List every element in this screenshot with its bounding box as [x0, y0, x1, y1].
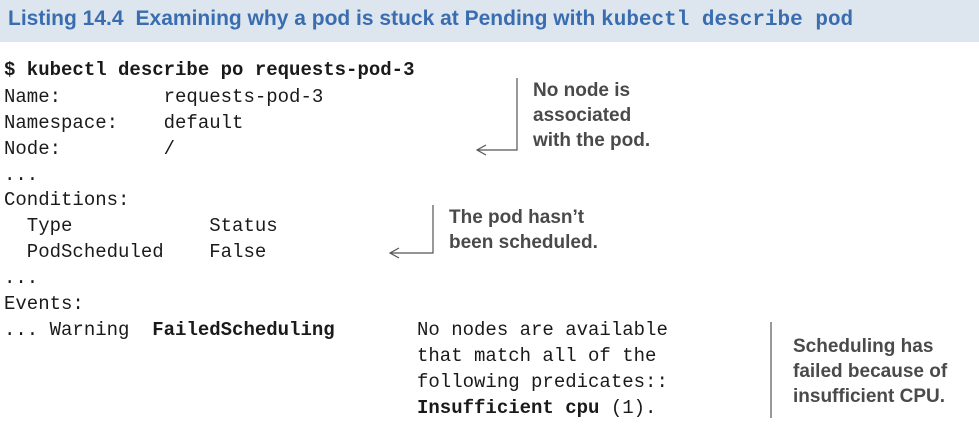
listing-title-text: Examining why a pod is stuck at Pending … [135, 7, 602, 30]
listing-title: Listing 14.4 Examining why a pod is stuck… [8, 7, 853, 32]
ellipsis-line-2: ... [4, 267, 39, 289]
event-prefix: ... Warning [4, 319, 153, 341]
event-message-end: (1). [599, 397, 657, 419]
listing-header: Listing 14.4 Examining why a pod is stuck… [0, 0, 979, 42]
namespace-line: Namespace: default [4, 112, 244, 134]
node-line: Node: / [4, 138, 176, 160]
event-message-line-1: No nodes are available [417, 319, 668, 341]
command-line: $ kubectl describe po requests-pod-3 [4, 59, 415, 81]
no-node-annotation: No node is associated with the pod. [533, 80, 651, 151]
event-message-line-3: following predicates:: [417, 371, 668, 393]
event-row-line: ... Warning FailedScheduling [4, 319, 335, 341]
not-scheduled-callout-arrow [388, 205, 434, 259]
conditions-header-line: Type Status [4, 215, 278, 237]
listing-title-code: kubectl describe pod [601, 9, 854, 32]
event-reason: FailedScheduling [152, 319, 335, 341]
listing-number: Listing 14.4 [8, 7, 124, 30]
event-message-line-2: that match all of the [417, 345, 657, 367]
conditions-line: Conditions: [4, 189, 130, 211]
not-scheduled-annotation: The pod hasn’t been scheduled. [449, 207, 598, 253]
no-node-callout-arrow [475, 78, 518, 156]
ellipsis-line: ... [4, 164, 39, 186]
events-line: Events: [4, 293, 84, 315]
insufficient-cpu-annotation: Scheduling has failed because of insuffi… [793, 336, 948, 407]
insufficient-cpu-text: Insufficient cpu [417, 397, 600, 419]
event-message-line-4: Insufficient cpu (1). [417, 397, 656, 419]
name-line: Name: requests-pod-3 [4, 86, 324, 108]
conditions-row-line: PodScheduled False [4, 241, 267, 263]
